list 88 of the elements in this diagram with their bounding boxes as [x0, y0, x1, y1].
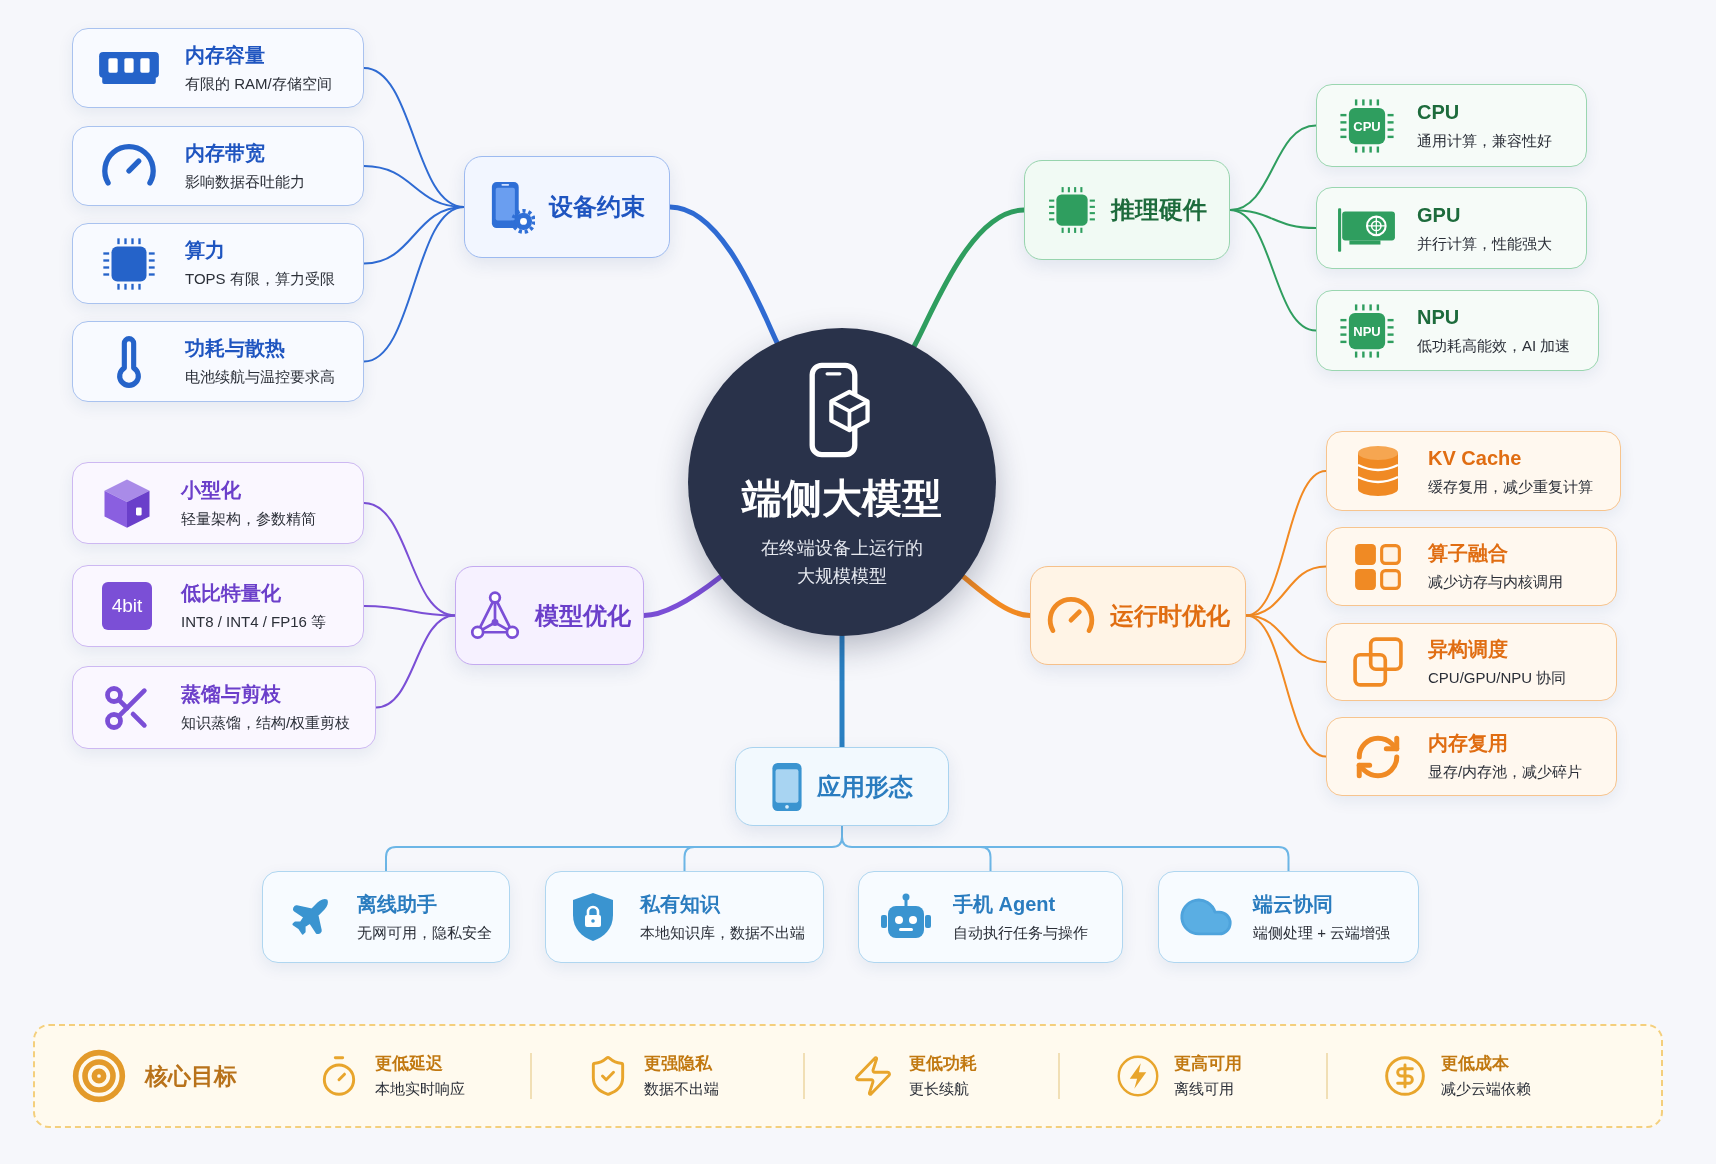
goal-title: 更强隐私: [644, 1053, 713, 1075]
card-description: 知识蒸馏，结构/权重剪枝: [181, 714, 351, 733]
core-subtitle: 在终端设备上运行的大规模模型: [760, 537, 924, 588]
card-title: GPU: [1417, 202, 1462, 228]
topic-card: [72, 565, 364, 647]
goal-title: 更低成本: [1441, 1053, 1510, 1075]
connector-line: [1245, 565, 1327, 617]
card-title: NPU: [1417, 305, 1461, 331]
topic-card: [72, 666, 376, 749]
card-title: 蒸馏与剪枝: [181, 682, 282, 708]
connector-line: [385, 825, 1290, 872]
topic-card: [262, 871, 510, 963]
topic-card: [1316, 84, 1587, 167]
connector-line: [375, 614, 456, 709]
core-title: 端侧大模型: [742, 475, 942, 522]
card-description: 缓存复用，减少重复计算: [1428, 477, 1593, 497]
branch-card: [455, 566, 644, 665]
card-description: 自动执行任务与操作: [953, 923, 1088, 943]
card-description: 端侧处理 + 云端增强: [1253, 923, 1391, 943]
goals-heading: 核心目标: [145, 1061, 237, 1091]
card-description: 并行计算，性能强大: [1417, 234, 1552, 254]
topic-card: [72, 462, 364, 544]
goal-title: 更低延迟: [375, 1053, 444, 1075]
card-description: 轻量架构，参数精简: [181, 509, 316, 529]
card-description: 影响数据吞吐能力: [185, 172, 305, 192]
card-title: 算子融合: [1428, 541, 1509, 567]
connector-line: [363, 206, 465, 363]
branch-card: [464, 156, 670, 258]
topic-card: [1326, 623, 1617, 701]
card-title: 手机 Agent: [953, 891, 1057, 917]
card-title: 离线助手: [357, 891, 438, 917]
branch-title: 设备约束: [549, 192, 645, 222]
card-description: 电池续航与温控要求高: [185, 368, 335, 387]
branch-title: 模型优化: [534, 600, 631, 631]
card-title: 私有知识: [640, 891, 721, 917]
branch-card: [1030, 566, 1246, 665]
bit-width-tag: 4bit: [102, 582, 152, 630]
topic-card: [858, 871, 1123, 963]
card-description: 显存/内存池，减少碎片: [1428, 763, 1583, 782]
connector-line: [1245, 614, 1327, 758]
topic-card: [1326, 527, 1617, 606]
card-title: 算力: [185, 238, 226, 264]
topic-card: [1316, 290, 1599, 371]
card-title: 内存带宽: [185, 140, 266, 166]
card-title: KV Cache: [1428, 445, 1523, 471]
branch-card: [735, 747, 949, 826]
card-description: 低功耗高能效，AI 加速: [1417, 337, 1571, 356]
topic-card: [1158, 871, 1419, 963]
branch-title: 运行时优化: [1110, 600, 1230, 631]
card-title: 内存复用: [1428, 731, 1509, 757]
goal-description: 离线可用: [1174, 1080, 1235, 1099]
goal-description: 本地实时响应: [375, 1080, 465, 1099]
topic-card: [72, 223, 364, 304]
card-description: INT8 / INT4 / FP16 等: [181, 612, 327, 632]
branch-card: [1024, 160, 1230, 260]
topic-card: [1316, 187, 1587, 269]
connector-line: [363, 605, 456, 617]
goal-title: 更高可用: [1174, 1053, 1242, 1075]
topic-card: [72, 28, 364, 108]
card-description: 本地知识库，数据不出端: [640, 923, 805, 943]
branch-title: 应用形态: [817, 771, 913, 802]
card-description: 有限的 RAM/存储空间: [185, 74, 332, 94]
card-title: 端云协同: [1253, 891, 1334, 917]
topic-card: [545, 871, 824, 963]
topic-card: [1326, 431, 1621, 511]
card-title: 异构调度: [1428, 636, 1509, 662]
goal-description: 数据不出端: [644, 1080, 719, 1099]
goal-title: 更低功耗: [909, 1053, 977, 1075]
connector-line: [1229, 209, 1317, 332]
goal-description: 更长续航: [909, 1080, 970, 1099]
card-description: TOPS 有限，算力受限: [185, 270, 335, 289]
branch-title: 推理硬件: [1111, 195, 1207, 225]
card-description: CPU/GPU/NPU 协同: [1428, 668, 1567, 688]
card-title: 小型化: [181, 477, 242, 503]
card-description: 通用计算，兼容性好: [1417, 132, 1552, 151]
goals-panel: [33, 1024, 1663, 1128]
chip-text: NPU: [1353, 324, 1381, 337]
chip-text: CPU: [1353, 119, 1381, 132]
topic-card: [72, 126, 364, 206]
topic-card: [72, 321, 364, 402]
card-title: 低比特量化: [181, 580, 282, 606]
goal-description: 减少云端依赖: [1441, 1080, 1531, 1099]
card-description: 减少访存与内核调用: [1428, 573, 1563, 592]
card-description: 无网可用，隐私安全: [357, 923, 492, 943]
card-title: CPU: [1417, 100, 1461, 126]
card-title: 内存容量: [185, 42, 266, 68]
card-title: 功耗与散热: [185, 336, 286, 362]
topic-card: [1326, 717, 1617, 796]
